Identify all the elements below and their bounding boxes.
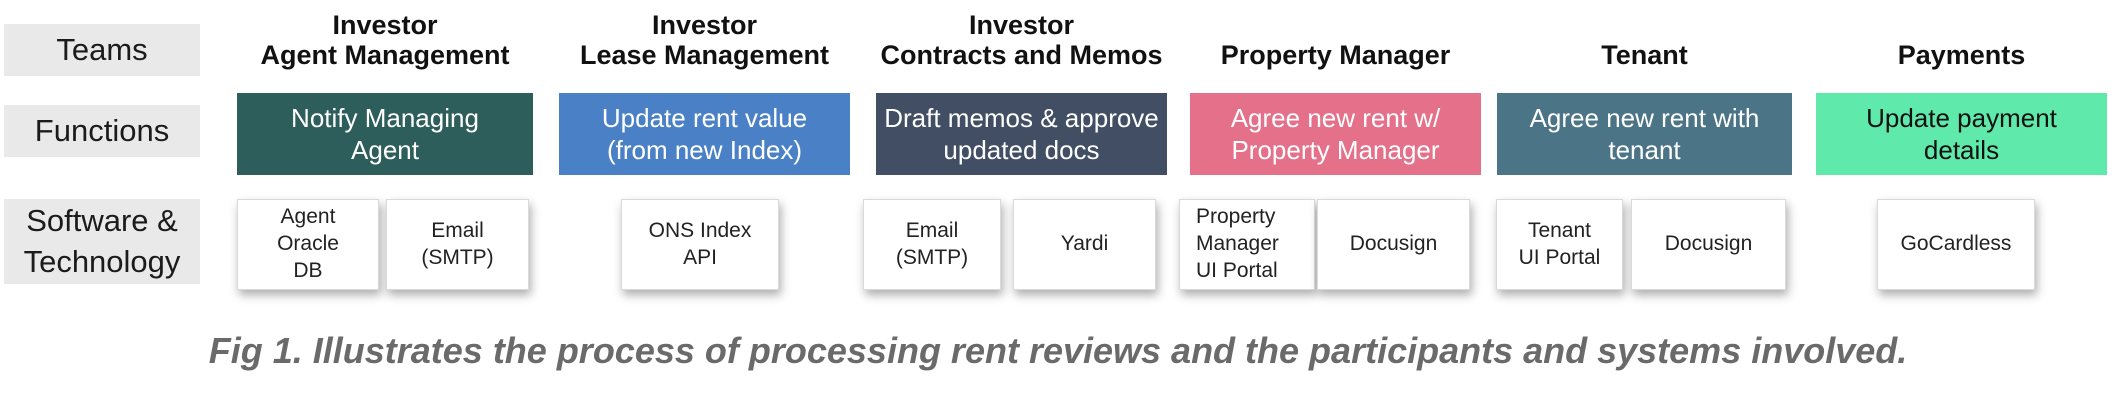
team-header-investor-agent-management: Investor Agent Management	[260, 9, 510, 70]
software-box-property-manager-ui-portal: Property Manager UI Portal	[1179, 199, 1315, 290]
software-box-agent-oracle-db: Agent Oracle DB	[237, 199, 379, 290]
software-box-gocardless: GoCardless	[1877, 199, 2035, 290]
team-header-investor-contracts-memos: Investor Contracts and Memos	[880, 9, 1163, 70]
row-label-software-technology: Software & Technology	[4, 199, 200, 284]
software-box-yardi: Yardi	[1013, 199, 1156, 290]
software-box-docusign-2: Docusign	[1631, 199, 1786, 290]
team-header-tenant: Tenant	[1601, 39, 1688, 70]
function-box-agree-new-rent-property-manager: Agree new rent w/ Property Manager	[1190, 93, 1481, 175]
function-box-update-rent-value: Update rent value (from new Index)	[559, 93, 850, 175]
software-box-email-smtp-1: Email (SMTP)	[386, 199, 529, 290]
row-label-teams: Teams	[4, 24, 200, 76]
function-box-update-payment-details: Update payment details	[1816, 93, 2107, 175]
function-box-draft-memos-approve-docs: Draft memos & approve updated docs	[876, 93, 1167, 175]
team-header-investor-lease-management: Investor Lease Management	[579, 9, 830, 70]
function-box-notify-managing-agent: Notify Managing Agent	[237, 93, 533, 175]
figure-caption: Fig 1. Illustrates the process of proces…	[208, 330, 1908, 371]
team-header-payments: Payments	[1897, 39, 2026, 70]
software-box-docusign-1: Docusign	[1317, 199, 1470, 290]
team-header-property-manager: Property Manager	[1220, 39, 1451, 70]
software-box-email-smtp-2: Email (SMTP)	[863, 199, 1001, 290]
function-box-agree-new-rent-tenant: Agree new rent with tenant	[1497, 93, 1792, 175]
software-box-tenant-ui-portal: Tenant UI Portal	[1496, 199, 1623, 290]
software-box-ons-index-api: ONS Index API	[621, 199, 779, 290]
row-label-functions: Functions	[4, 105, 200, 157]
